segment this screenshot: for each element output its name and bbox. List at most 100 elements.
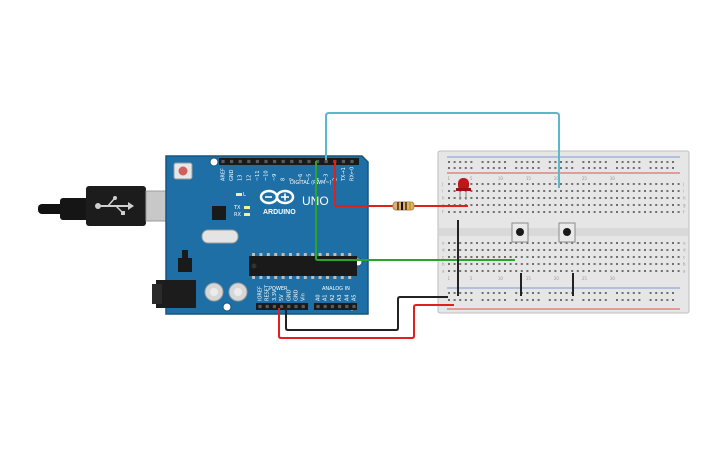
- breadboard-hole[interactable]: [588, 197, 590, 199]
- breadboard-hole[interactable]: [604, 161, 607, 163]
- breadboard-hole[interactable]: [677, 197, 680, 199]
- breadboard-hole[interactable]: [464, 292, 467, 294]
- breadboard-hole[interactable]: [599, 190, 602, 192]
- breadboard-hole[interactable]: [537, 167, 540, 169]
- breadboard-hole[interactable]: [476, 270, 478, 272]
- breadboard-hole[interactable]: [537, 190, 540, 192]
- breadboard-hole[interactable]: [520, 197, 523, 199]
- breadboard-hole[interactable]: [627, 292, 630, 294]
- breadboard-hole[interactable]: [576, 190, 579, 192]
- breadboard-hole[interactable]: [604, 256, 607, 258]
- breadboard-hole[interactable]: [459, 242, 462, 244]
- breadboard-hole[interactable]: [537, 263, 540, 265]
- breadboard-hole[interactable]: [532, 197, 534, 199]
- breadboard-hole[interactable]: [520, 161, 523, 163]
- breadboard-hole[interactable]: [464, 263, 467, 265]
- breadboard-hole[interactable]: [627, 197, 630, 199]
- breadboard-hole[interactable]: [504, 167, 506, 169]
- breadboard-hole[interactable]: [604, 183, 607, 185]
- header-pin[interactable]: [352, 304, 356, 309]
- breadboard-hole[interactable]: [453, 242, 456, 244]
- header-pin[interactable]: [324, 159, 328, 164]
- breadboard-hole[interactable]: [660, 161, 663, 163]
- breadboard-hole[interactable]: [655, 190, 658, 192]
- breadboard-hole[interactable]: [638, 167, 641, 169]
- breadboard-hole[interactable]: [459, 161, 462, 163]
- breadboard-hole[interactable]: [621, 167, 624, 169]
- breadboard-hole[interactable]: [532, 270, 534, 272]
- breadboard-hole[interactable]: [526, 190, 529, 192]
- breadboard-hole[interactable]: [509, 263, 512, 265]
- breadboard-hole[interactable]: [487, 270, 490, 272]
- breadboard-hole[interactable]: [537, 292, 540, 294]
- breadboard-hole[interactable]: [666, 211, 669, 213]
- breadboard-hole[interactable]: [655, 299, 658, 301]
- breadboard-hole[interactable]: [672, 197, 674, 199]
- breadboard-hole[interactable]: [532, 204, 534, 206]
- breadboard-hole[interactable]: [464, 256, 467, 258]
- breadboard-hole[interactable]: [453, 263, 456, 265]
- breadboard-hole[interactable]: [672, 183, 674, 185]
- header-pin[interactable]: [316, 159, 320, 164]
- breadboard-hole[interactable]: [599, 211, 602, 213]
- breadboard-hole[interactable]: [565, 211, 568, 213]
- breadboard-hole[interactable]: [448, 167, 450, 169]
- breadboard-hole[interactable]: [638, 299, 641, 301]
- breadboard-hole[interactable]: [644, 190, 646, 192]
- breadboard-hole[interactable]: [599, 299, 602, 301]
- breadboard-hole[interactable]: [487, 242, 490, 244]
- breadboard-hole[interactable]: [459, 263, 462, 265]
- breadboard-hole[interactable]: [627, 211, 630, 213]
- breadboard-hole[interactable]: [464, 299, 467, 301]
- breadboard-hole[interactable]: [520, 299, 523, 301]
- breadboard-hole[interactable]: [464, 167, 467, 169]
- breadboard-hole[interactable]: [565, 161, 568, 163]
- breadboard-hole[interactable]: [498, 204, 501, 206]
- breadboard-hole[interactable]: [509, 197, 512, 199]
- breadboard-hole[interactable]: [621, 190, 624, 192]
- breadboard-hole[interactable]: [492, 242, 495, 244]
- breadboard-hole[interactable]: [610, 183, 613, 185]
- breadboard-hole[interactable]: [470, 270, 473, 272]
- breadboard-hole[interactable]: [537, 270, 540, 272]
- breadboard-hole[interactable]: [487, 161, 490, 163]
- breadboard-hole[interactable]: [649, 249, 652, 251]
- breadboard-hole[interactable]: [621, 242, 624, 244]
- breadboard-hole[interactable]: [532, 190, 534, 192]
- breadboard-hole[interactable]: [621, 197, 624, 199]
- header-pin[interactable]: [287, 304, 291, 309]
- breadboard-hole[interactable]: [560, 242, 562, 244]
- breadboard-hole[interactable]: [492, 190, 495, 192]
- breadboard-hole[interactable]: [621, 299, 624, 301]
- breadboard-hole[interactable]: [672, 263, 674, 265]
- breadboard-hole[interactable]: [554, 190, 557, 192]
- breadboard-hole[interactable]: [638, 161, 641, 163]
- breadboard-hole[interactable]: [599, 242, 602, 244]
- breadboard-hole[interactable]: [660, 211, 663, 213]
- breadboard-hole[interactable]: [548, 197, 551, 199]
- breadboard-hole[interactable]: [548, 204, 551, 206]
- breadboard-hole[interactable]: [588, 292, 590, 294]
- breadboard-hole[interactable]: [604, 292, 607, 294]
- breadboard-hole[interactable]: [487, 256, 490, 258]
- header-pin[interactable]: [230, 159, 234, 164]
- breadboard-hole[interactable]: [509, 270, 512, 272]
- breadboard-hole[interactable]: [492, 270, 495, 272]
- breadboard-hole[interactable]: [448, 190, 450, 192]
- breadboard-hole[interactable]: [532, 263, 534, 265]
- breadboard-hole[interactable]: [453, 211, 456, 213]
- breadboard-hole[interactable]: [621, 263, 624, 265]
- breadboard-hole[interactable]: [672, 299, 674, 301]
- breadboard-hole[interactable]: [616, 270, 618, 272]
- breadboard-hole[interactable]: [599, 270, 602, 272]
- breadboard-hole[interactable]: [576, 249, 579, 251]
- breadboard-hole[interactable]: [504, 190, 506, 192]
- breadboard-hole[interactable]: [532, 211, 534, 213]
- breadboard-hole[interactable]: [644, 263, 646, 265]
- breadboard-hole[interactable]: [464, 270, 467, 272]
- breadboard-hole[interactable]: [616, 292, 618, 294]
- breadboard-hole[interactable]: [548, 299, 551, 301]
- header-pin[interactable]: [338, 304, 342, 309]
- breadboard-hole[interactable]: [621, 161, 624, 163]
- breadboard-hole[interactable]: [543, 249, 546, 251]
